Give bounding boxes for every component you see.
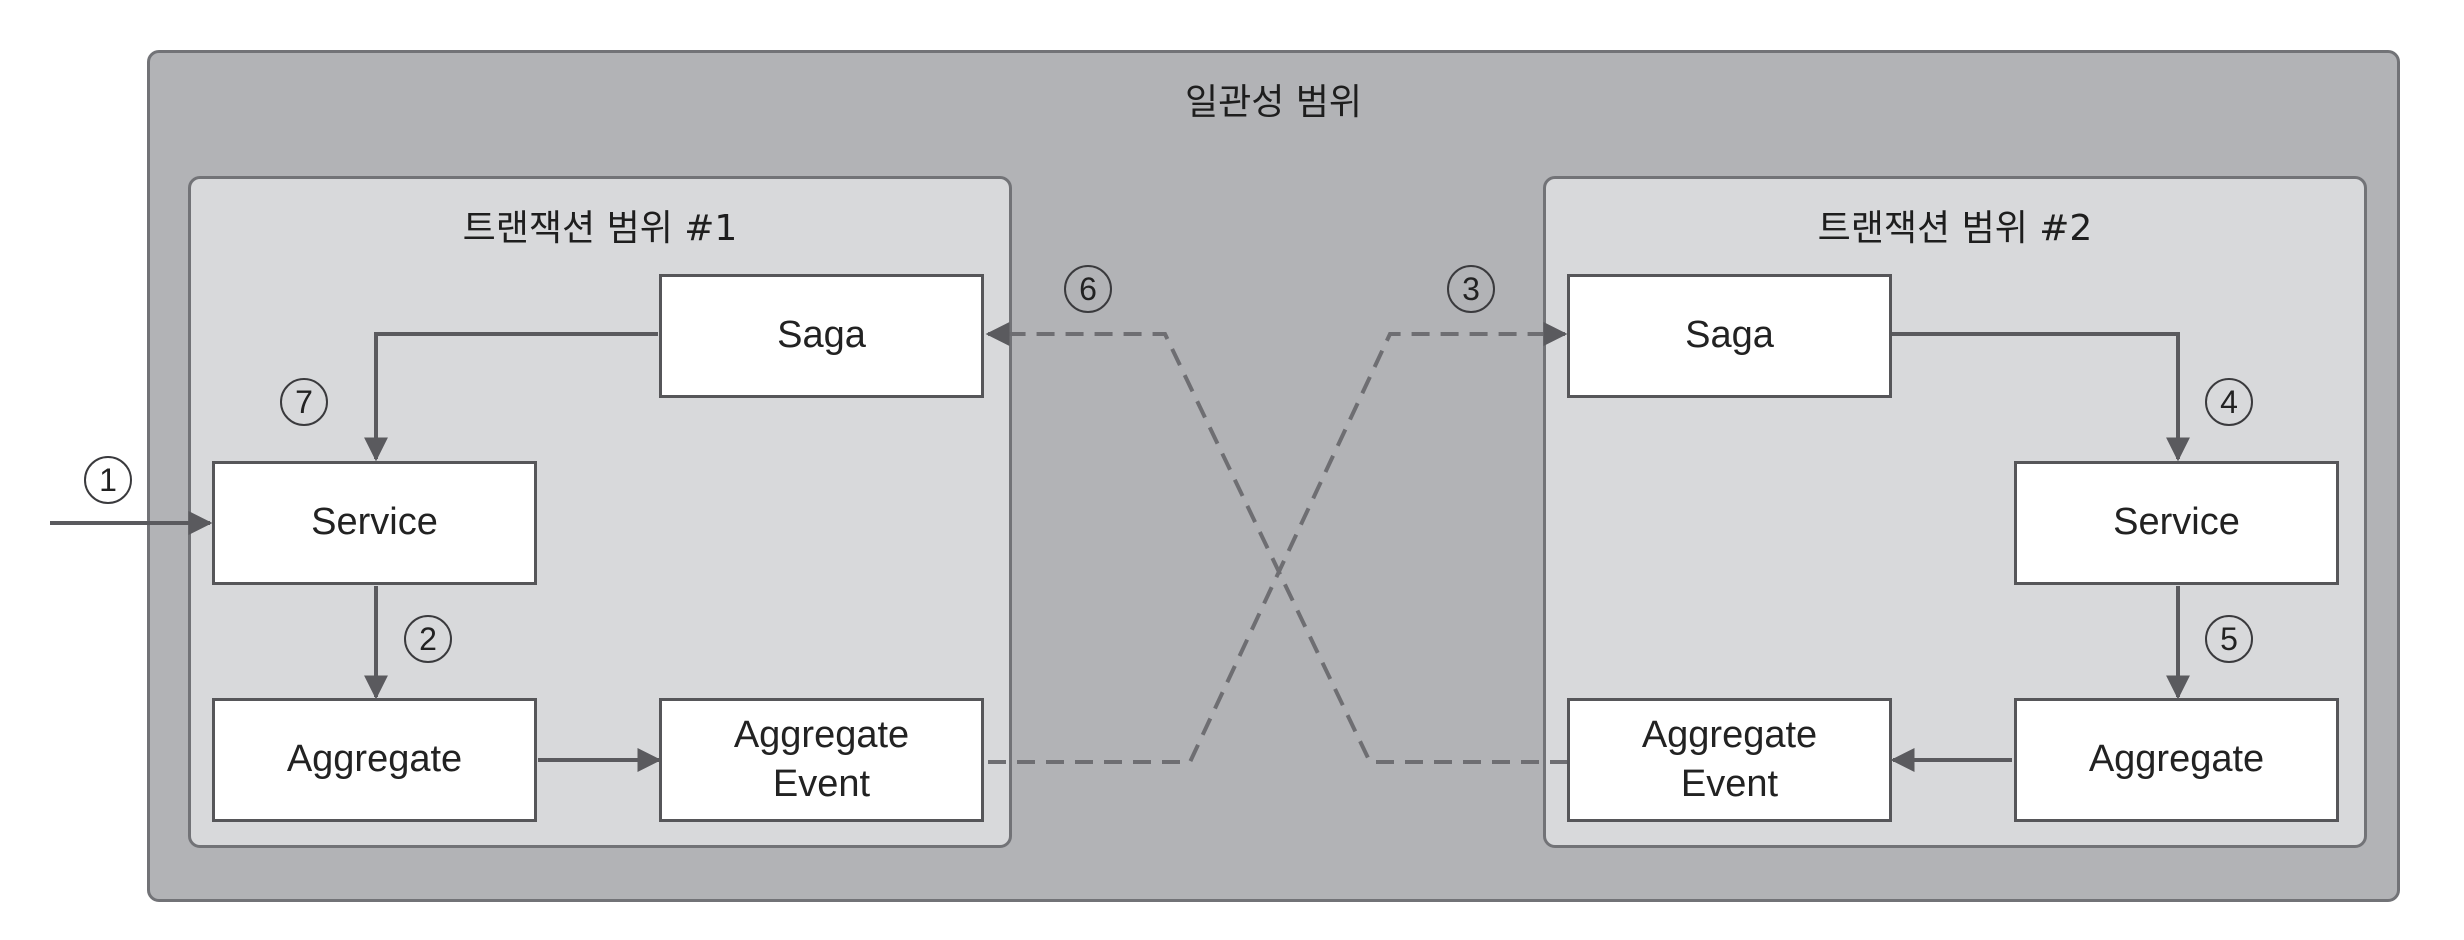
saga-box-2: Saga — [1567, 274, 1892, 398]
step-7-marker: 7 — [280, 378, 328, 426]
step-3-marker: 3 — [1447, 265, 1495, 313]
aggregate-event-2-line-2: Event — [1680, 763, 1779, 805]
consistency-scope-title: 일관성 범위 — [1184, 82, 1363, 123]
step-1-marker: 1 — [84, 456, 132, 504]
dashed-event-2-to-saga-1 — [985, 322, 1568, 764]
step-6-marker: 6 — [1064, 265, 1112, 313]
transaction-scope-2-title: 트랜잭션 범위 #2 — [1817, 208, 2093, 249]
aggregate-event-box-1: Aggregate Event — [659, 698, 984, 822]
saga-box-1: Saga — [659, 274, 984, 398]
arrow-saga-2-to-service-2 — [1891, 332, 2190, 462]
service-box-1: Service — [212, 461, 537, 585]
service-box-2: Service — [2014, 461, 2339, 585]
aggregate-event-2-line-1: Aggregate — [1641, 713, 1818, 756]
aggregate-event-1-line-1: Aggregate — [733, 713, 910, 756]
aggregate-event-1-line-2: Event — [772, 763, 871, 805]
step-4-marker: 4 — [2205, 378, 2253, 426]
step-2-marker: 2 — [404, 615, 452, 663]
transaction-scope-1-title: 트랜잭션 범위 #1 — [462, 208, 738, 249]
arrow-saga-1-to-service-1 — [364, 332, 658, 462]
dashed-event-1-to-saga-2 — [988, 322, 1568, 764]
aggregate-event-box-2: Aggregate Event — [1567, 698, 1892, 822]
step-5-marker: 5 — [2205, 615, 2253, 663]
aggregate-box-1: Aggregate — [212, 698, 537, 822]
aggregate-box-2: Aggregate — [2014, 698, 2339, 822]
